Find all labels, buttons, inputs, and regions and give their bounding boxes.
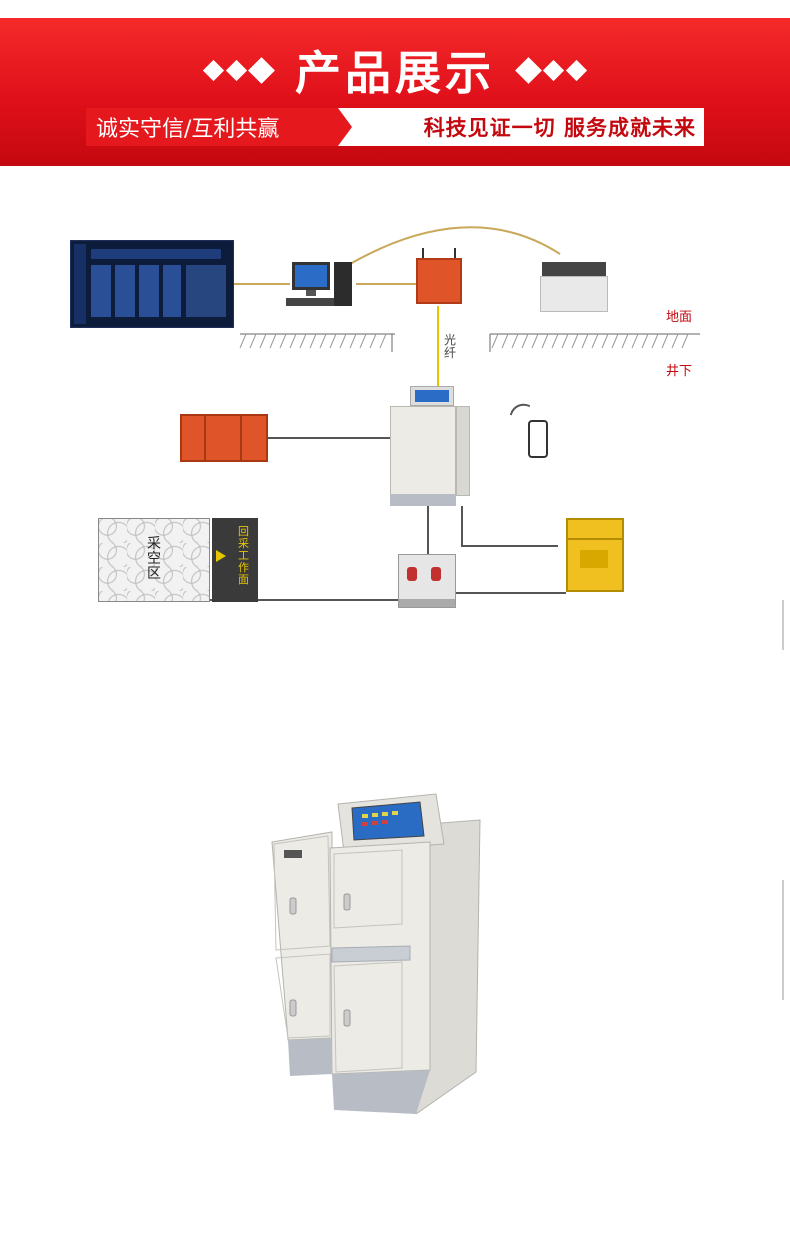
cabinet-illustration (271, 793, 481, 1115)
diamond-icon (225, 59, 248, 81)
diamond-icon (202, 59, 225, 81)
goaf-area: 采空区 (98, 518, 210, 602)
workface-label: 回采工作面 (238, 525, 249, 586)
ground-label: 地面 (666, 310, 693, 325)
diamond-icon (515, 56, 542, 84)
computer-icon (286, 262, 356, 316)
explosion-proof-box-orange (180, 414, 268, 462)
slogan-bar: 诚实守信/互利共赢 科技见证一切 服务成就未来 (86, 108, 704, 146)
diamond-icon (248, 56, 275, 84)
phone-icon (528, 420, 548, 458)
main-cabinet-small (390, 386, 470, 506)
explosion-proof-box-yellow (566, 518, 624, 592)
fiber-label: 光纤 (444, 333, 457, 360)
pump-station-icon (398, 554, 456, 608)
monitor-screen (70, 240, 234, 328)
left-diamonds (202, 56, 275, 84)
edge-line (782, 600, 784, 650)
slogan-right: 科技见证一切 服务成就未来 (423, 116, 696, 140)
product-cabinet (268, 790, 482, 1115)
arrow-right-icon (216, 550, 226, 562)
slogan-left: 诚实守信/互利共赢 (86, 108, 352, 146)
diamond-icon (542, 59, 565, 81)
diamond-icon (565, 59, 588, 81)
header-banner: 产品展示 诚实守信/互利共赢 科技见证一切 服务成就未来 (0, 18, 790, 166)
title-row: 产品展示 (0, 40, 790, 100)
workface-panel: 回采工作面 (212, 518, 258, 602)
system-diagram: 地面 井下 光纤 采空区 回采工作面 (0, 166, 790, 666)
diagram-lines (150, 226, 700, 601)
page-title: 产品展示 (295, 46, 495, 100)
goaf-label: 采空区 (147, 536, 161, 582)
printer-icon (540, 262, 608, 312)
right-diamonds (515, 56, 588, 84)
edge-line (782, 880, 784, 1000)
ground-station-icon (416, 248, 462, 306)
underground-label: 井下 (666, 364, 693, 379)
